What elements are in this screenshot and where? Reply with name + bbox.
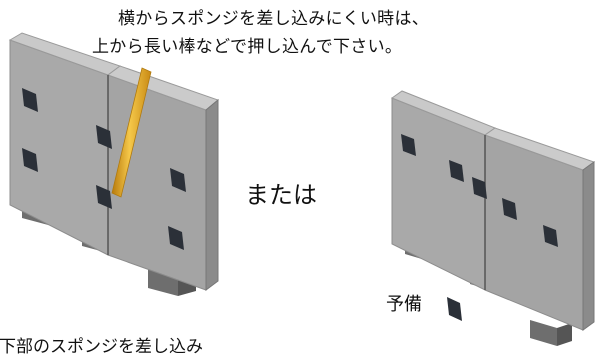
- pushing-rod: [111, 67, 152, 198]
- sponge: [401, 134, 416, 156]
- sponge: [22, 148, 38, 172]
- sponge: [449, 160, 464, 182]
- or-label: または: [245, 181, 317, 209]
- sponge: [170, 168, 186, 192]
- sponge: [472, 177, 487, 199]
- left-panel-b-side: [205, 98, 219, 291]
- sponge: [543, 225, 558, 247]
- right-sponges: [401, 134, 558, 247]
- left-panel-assembly: [8, 32, 219, 296]
- sponge: [502, 198, 517, 220]
- bottom-caption: 下部のスポンジを差し込み: [0, 337, 203, 357]
- spare-label: 予備: [386, 294, 422, 315]
- sponge: [96, 125, 112, 149]
- instruction-line-2: 上から長い棒などで押し込んで下さい。: [92, 37, 403, 57]
- instruction-line-1: 横からスポンジを差し込みにくい時は、: [118, 9, 430, 29]
- sponge: [22, 88, 38, 112]
- spare-sponge: [447, 297, 462, 321]
- sponge: [168, 226, 184, 250]
- right-panel-b-side: [582, 161, 595, 331]
- left-sponges: [22, 88, 186, 250]
- right-panel-assembly: [390, 90, 596, 346]
- left-panel-a-front: [9, 39, 109, 256]
- sponge: [96, 185, 112, 209]
